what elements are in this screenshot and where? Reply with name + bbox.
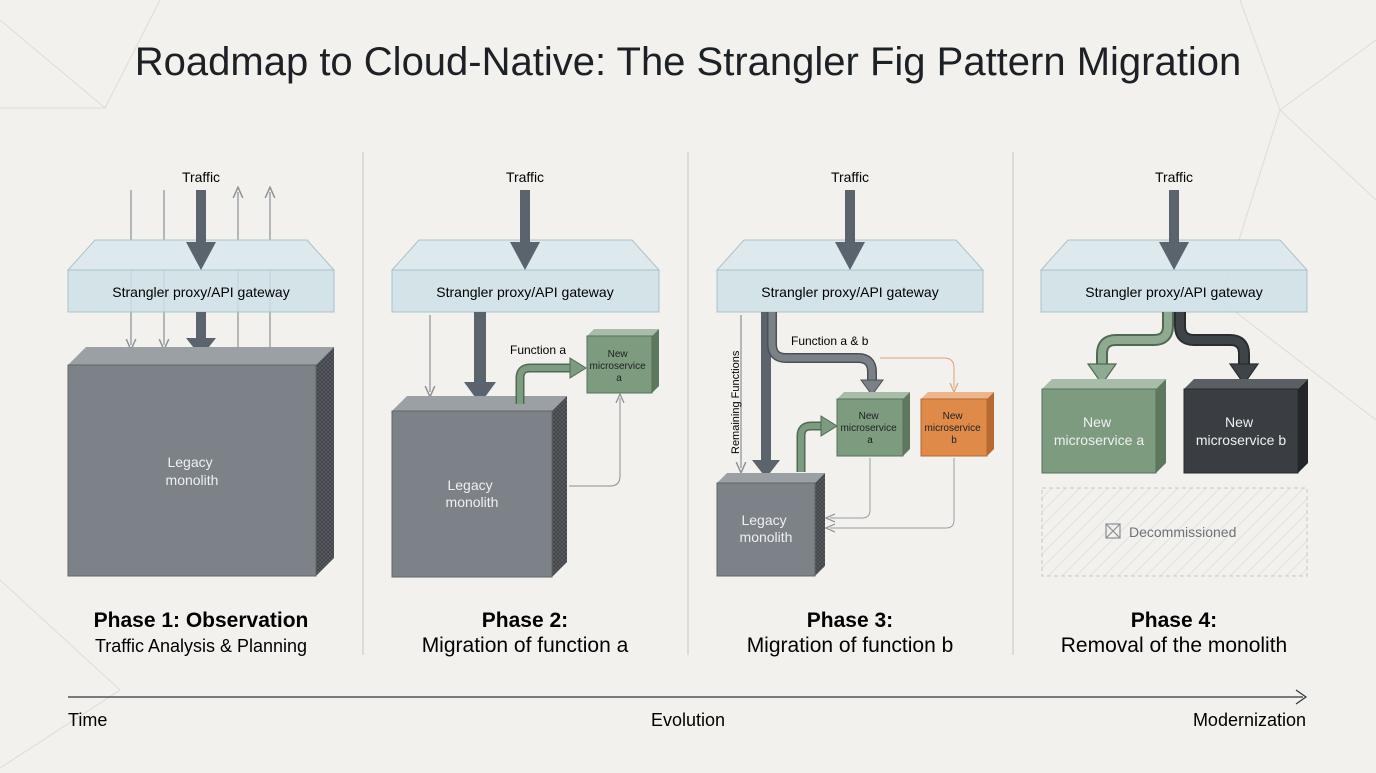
gateway-label: Strangler proxy/API gateway [436,284,613,300]
timeline-middle-label: Evolution [651,710,725,730]
traffic-arrow [835,190,865,270]
new-microservice-b: New microservice b [1183,379,1308,474]
traffic-label: Traffic [506,169,544,185]
function-a-arrow [515,357,587,404]
decommissioned-icon [1105,523,1121,539]
decommissioned-label: Decommissioned [1129,524,1236,540]
remaining-functions-label: Remaining Functions [730,350,742,454]
gateway-label: Strangler proxy/API gateway [761,284,938,300]
gateway-label: Strangler proxy/API gateway [112,284,289,300]
traffic-label: Traffic [1155,169,1193,185]
phase-4-title: Phase 4: [1131,609,1217,632]
legacy-monolith: Legacy monolith [716,473,825,577]
phase-4-panel: Traffic Strangler proxy/API gateway [1039,169,1309,657]
function-a-arrow [796,415,838,472]
phase-1-panel: Traffic Strangler proxy/API gateway [66,169,336,656]
function-ab-arrow [767,312,884,396]
decommissioned-zone: Decommissioned [1041,487,1308,577]
traffic-label: Traffic [182,169,220,185]
svg-text:New microservice a: New microservice a [1054,414,1144,448]
phase-1-subtitle: Traffic Analysis & Planning [95,636,307,656]
legacy-monolith: Legacy monolith [67,347,334,577]
phase-2-panel: Traffic Strangler proxy/API gateway Lega… [390,169,661,657]
gateway-to-monolith-arrow [464,312,496,404]
microservice-return-lines [830,458,955,528]
svg-text:New microservice: New microservice a [590,349,649,384]
timeline-end-label: Modernization [1193,710,1306,730]
phase-dividers [362,152,1014,655]
traffic-arrow [1159,190,1189,270]
svg-text:New microservice b: New microservice b [1196,414,1286,448]
phase-3-title: Phase 3: [807,609,893,632]
phase-3-subtitle: Migration of function b [747,634,954,657]
monolith-label: Legacy monolith [446,477,499,510]
page-title: Roadmap to Cloud-Native: The Strangler F… [135,40,1241,84]
route-to-ms-a-arrow [1086,312,1174,386]
gateway-label: Strangler proxy/API gateway [1085,284,1262,300]
phase-4-subtitle: Removal of the monolith [1061,634,1287,657]
phase-2-subtitle: Migration of function a [422,634,629,657]
monolith-label: Legacy monolith [166,454,219,488]
legacy-monolith: Legacy monolith [391,396,567,578]
route-to-ms-b-arrow [1174,312,1260,386]
new-microservice-a: New microservice a [586,329,659,394]
new-microservice-a: New microservice a [836,392,910,457]
traffic-arrow [510,190,540,270]
timeline-start-label: Time [68,710,107,730]
monolith-label: Legacy monolith [740,512,793,545]
gateway-block: Strangler proxy/API gateway [390,239,661,313]
svg-text:New microservice: New microservice b [925,411,984,446]
svg-text:New microservice: New microservice a [841,411,900,446]
timeline: Time Evolution Modernization [68,689,1308,730]
traffic-label: Traffic [831,169,869,185]
phase-3-panel: Traffic Strangler proxy/API gateway Rema… [715,169,994,657]
new-microservice-a: New microservice a [1041,379,1166,474]
function-ab-label: Function a & b [791,334,869,348]
microservice-return-line [569,398,620,487]
phase-1-title: Phase 1: Observation [94,609,309,632]
new-microservice-b: New microservice b [920,392,994,457]
remaining-functions-arrow [752,312,780,478]
function-a-label: Function a [510,343,566,357]
phase-2-title: Phase 2: [482,609,568,632]
